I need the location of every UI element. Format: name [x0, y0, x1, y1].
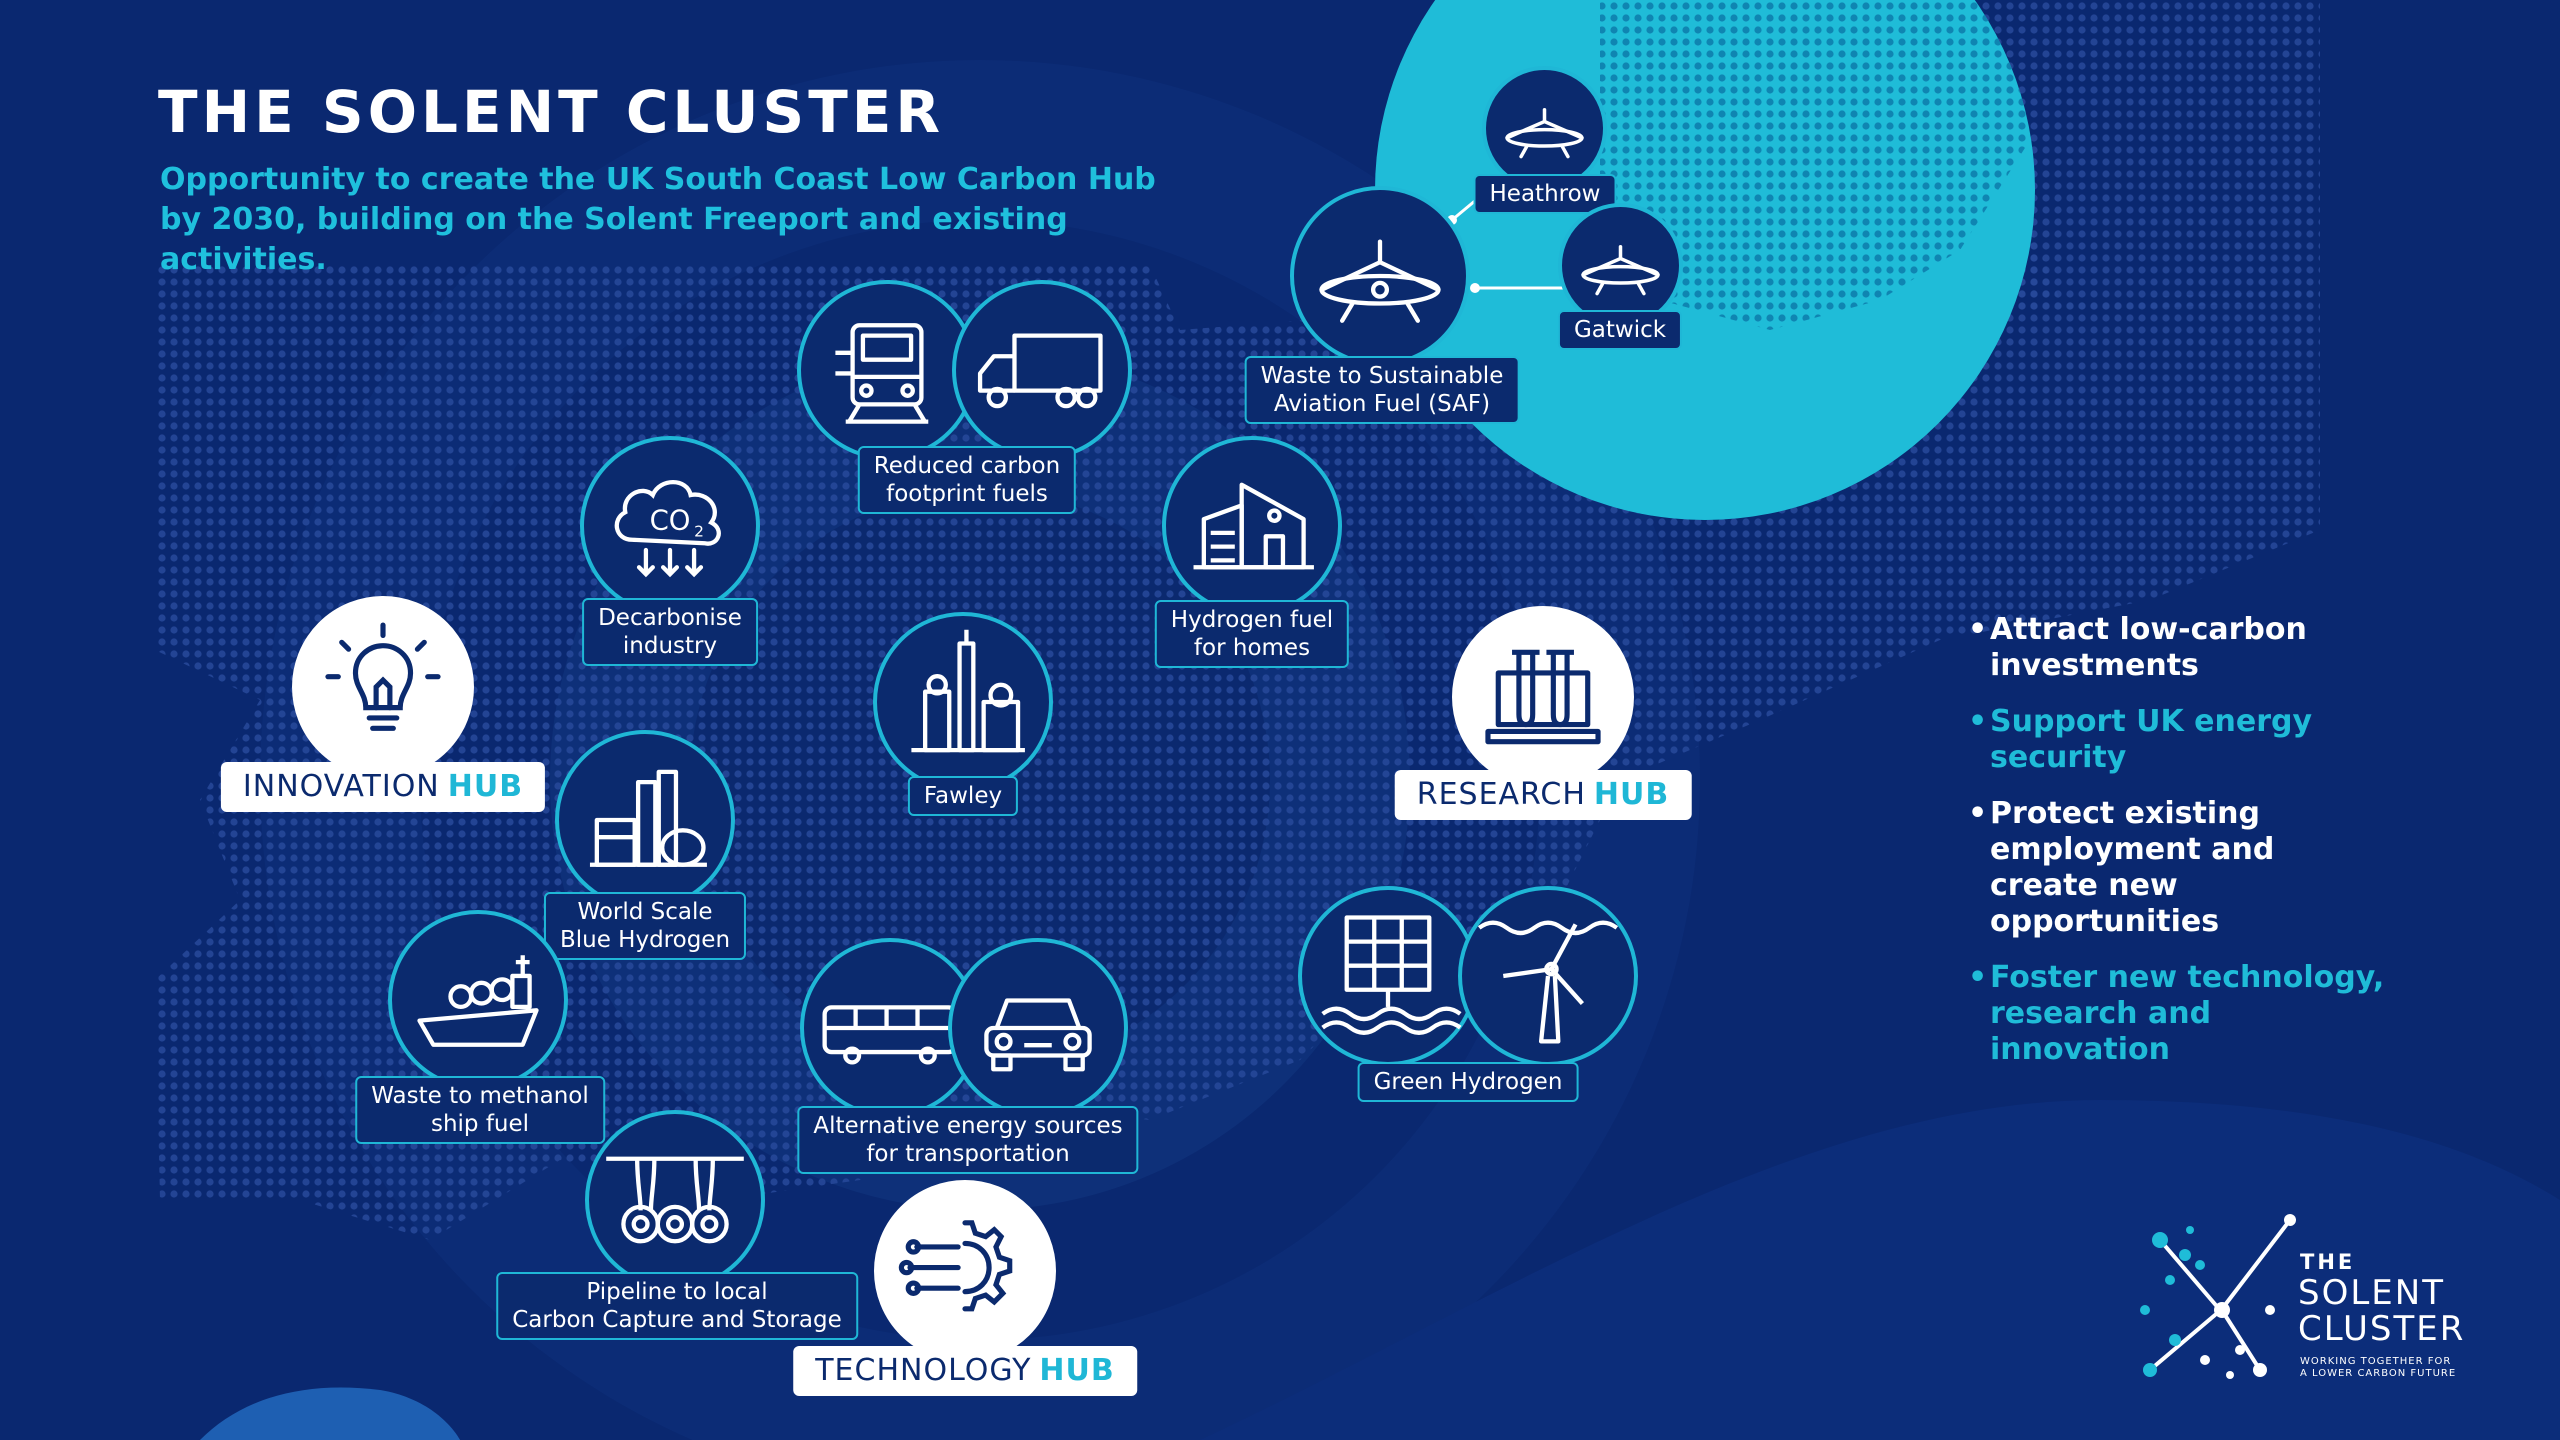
logo-name-line2: CLUSTER	[2298, 1309, 2466, 1349]
node-green-solar	[1298, 886, 1478, 1066]
node-fawley	[873, 612, 1053, 792]
car-icon	[984, 998, 1092, 1072]
ship-icon	[417, 955, 539, 1047]
airplane-icon	[1581, 245, 1660, 296]
lightbulb-icon	[325, 622, 441, 731]
airplane-icon	[1505, 108, 1584, 159]
plant-icon	[589, 769, 707, 867]
label-heathrow: Heathrow	[1473, 174, 1617, 214]
node-pipeline	[585, 1110, 765, 1290]
node-homes	[1162, 436, 1342, 616]
node-heathrow	[1482, 66, 1607, 191]
node-fuels-truck	[952, 280, 1132, 460]
solar-panel-icon	[1321, 915, 1462, 1035]
wind-turbine-icon	[1477, 920, 1619, 1044]
page-title: THE SOLENT CLUSTER	[158, 78, 945, 146]
benefits-list: Attract low-carbon investments Support U…	[1968, 612, 2388, 1088]
node-decarbonise: CO 2	[580, 436, 760, 616]
node-transport-car	[948, 938, 1128, 1118]
node-methanol	[388, 910, 568, 1090]
airplane-icon	[1319, 239, 1441, 323]
label-fawley: Fawley	[907, 776, 1019, 816]
co2-cloud-icon: CO 2	[614, 480, 721, 578]
train-icon	[835, 323, 929, 424]
gear-circuit-icon	[898, 1220, 1013, 1312]
pipeline-icon	[606, 1156, 744, 1244]
node-transport-bus	[800, 938, 980, 1118]
refinery-icon	[911, 629, 1025, 753]
node-green-wind	[1458, 886, 1638, 1066]
test-tubes-icon	[1485, 649, 1601, 745]
node-gatwick	[1558, 203, 1683, 328]
label-green-hydrogen: Green Hydrogen	[1357, 1062, 1579, 1102]
page-subtitle: Opportunity to create the UK South Coast…	[160, 162, 1156, 277]
bullet-item: Foster new technology, research and inno…	[1968, 960, 2388, 1068]
truck-icon	[977, 333, 1103, 409]
logo-tagline-line2: A LOWER CARBON FUTURE	[2300, 1368, 2457, 1379]
logo-tagline-line1: WORKING TOGETHER FOR	[2300, 1356, 2452, 1367]
research-hub-circle	[1452, 606, 1634, 788]
node-blue-hydrogen	[555, 730, 735, 910]
bullet-item: Protect existing employment and create n…	[1968, 796, 2388, 940]
node-fuels-train	[797, 280, 977, 460]
molecule-logo-icon	[2140, 1214, 2296, 1379]
logo-the: THE	[2300, 1250, 2356, 1274]
innovation-hub-circle	[292, 596, 474, 778]
bullet-item: Support UK energy security	[1968, 704, 2388, 776]
label-gatwick: Gatwick	[1557, 310, 1683, 350]
logo-name-line1: SOLENT	[2298, 1273, 2445, 1313]
node-saf	[1290, 186, 1470, 366]
house-icon	[1193, 482, 1314, 570]
co2-text: CO	[650, 504, 691, 536]
technology-hub-circle	[874, 1180, 1056, 1362]
bullet-item: Attract low-carbon investments	[1968, 612, 2388, 684]
svg-text:2: 2	[694, 522, 704, 540]
